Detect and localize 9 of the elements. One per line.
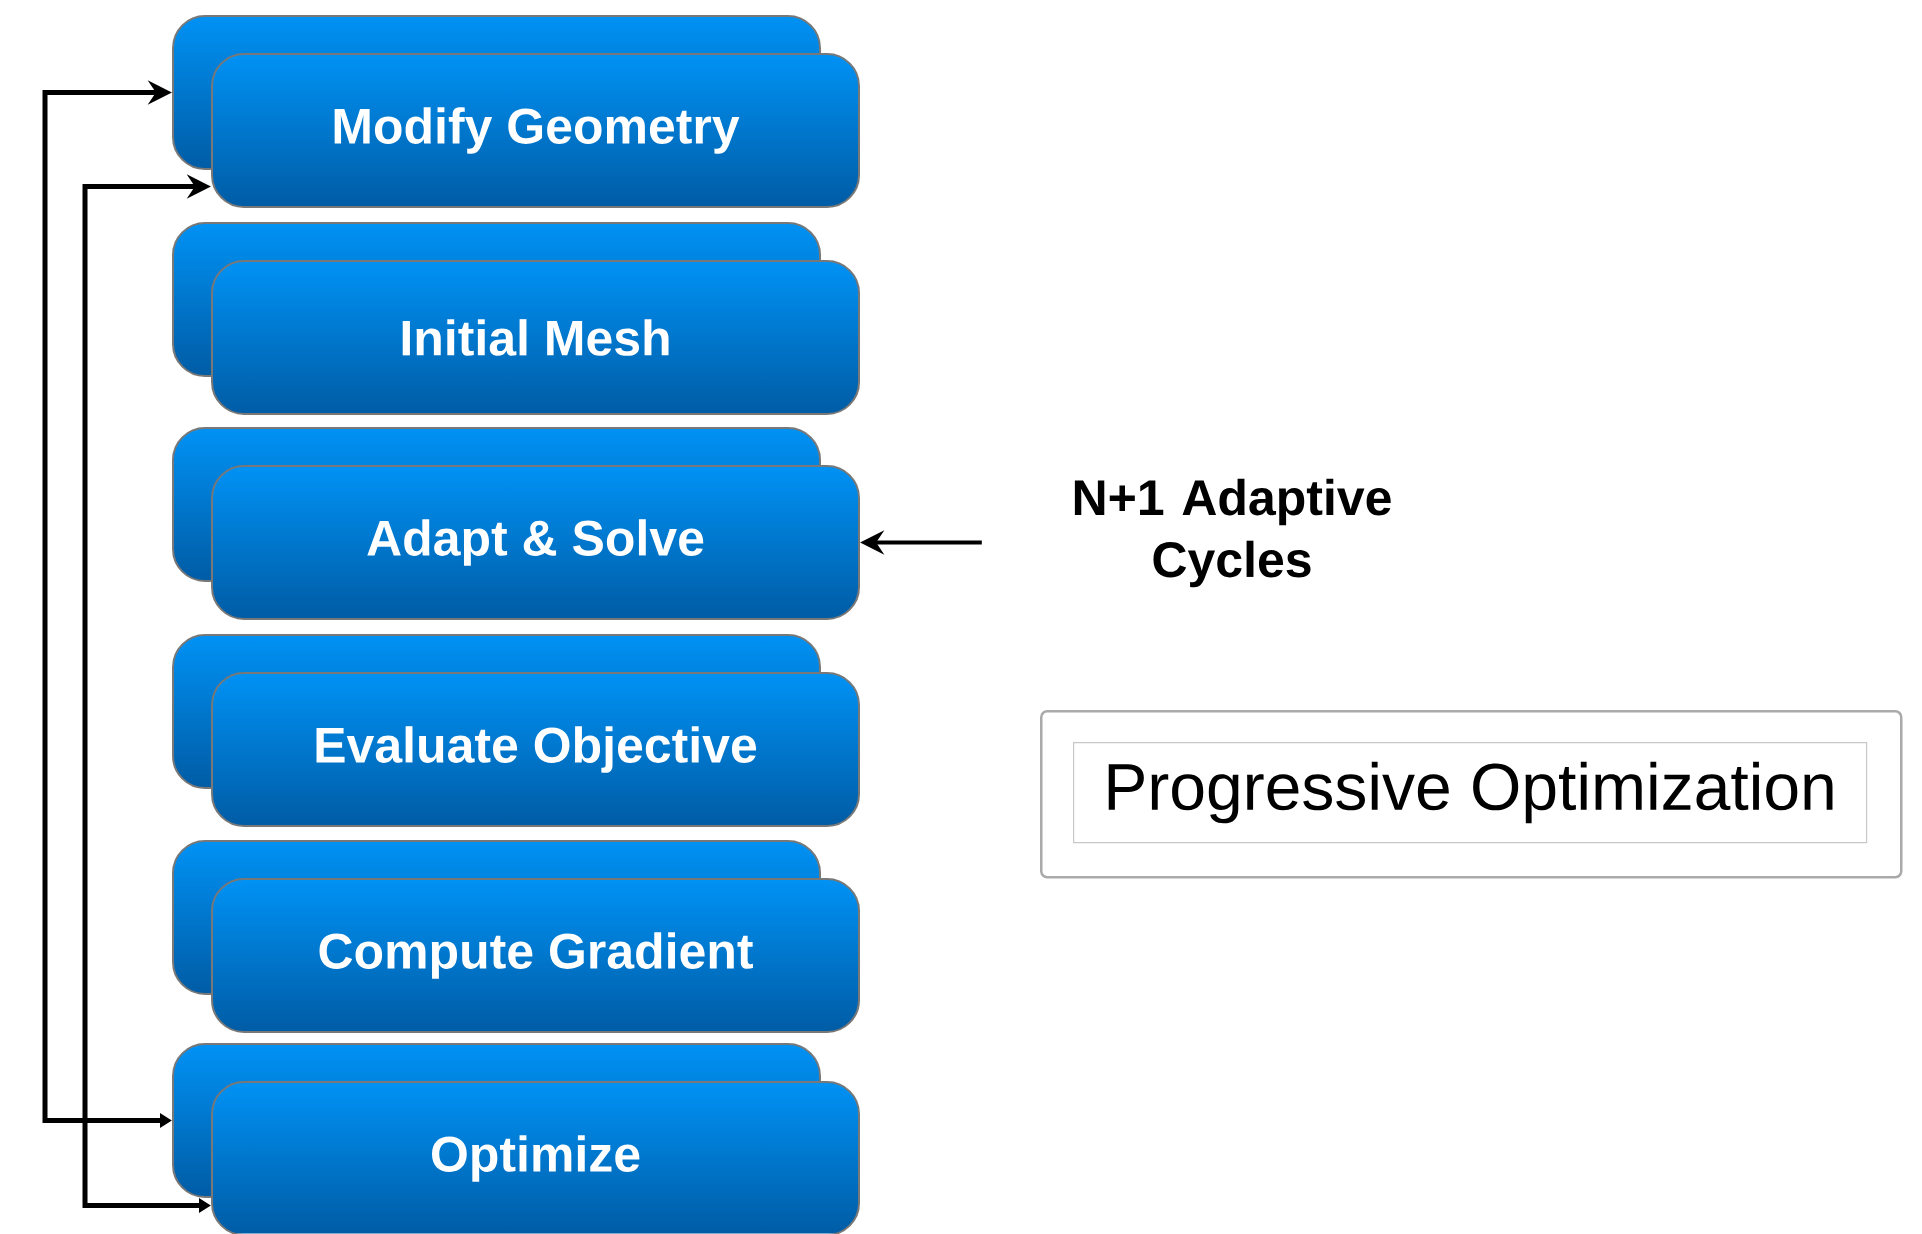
- process-box: Optimize: [211, 1081, 860, 1234]
- process-box: Initial Mesh: [211, 260, 860, 415]
- process-box: Evaluate Objective: [211, 672, 860, 827]
- title-box: Progressive Optimization: [1073, 742, 1868, 844]
- process-box: Compute Gradient: [211, 878, 860, 1033]
- cycle-label: N+1 Adaptive Cycles: [1074, 478, 1391, 588]
- panel-frame: [1040, 710, 1903, 879]
- process-box: Modify Geometry: [211, 53, 860, 208]
- process-box: Adapt & Solve: [211, 465, 860, 620]
